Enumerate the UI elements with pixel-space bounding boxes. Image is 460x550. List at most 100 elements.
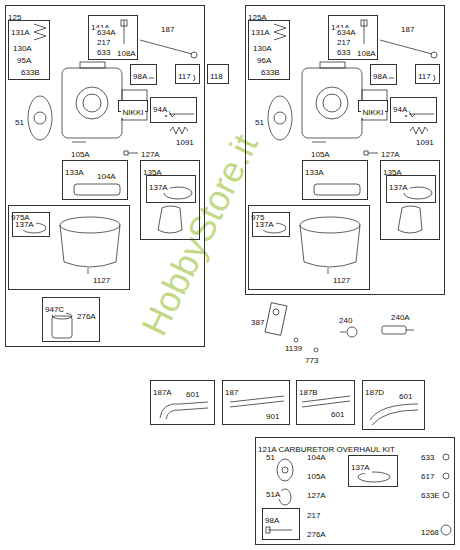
callout-number: 1268 [420, 528, 440, 537]
callout-number: 1091 [175, 138, 195, 147]
group-number: 98A [131, 72, 149, 82]
part-group-box: 94A [390, 97, 437, 123]
part-group-box: 975137A [248, 205, 370, 290]
part-group-box: 137A [386, 175, 436, 203]
callout-number: 217 [336, 38, 351, 47]
part-group-box: 137A [146, 175, 196, 203]
callout-number: 617 [420, 472, 435, 481]
group-number: 135A [141, 168, 164, 178]
group-number: 137A [147, 183, 170, 193]
group-number: 117 [416, 72, 433, 82]
callout-number: 127A [306, 491, 327, 500]
callout-number: 773 [304, 356, 319, 365]
callout-number: 95A [16, 56, 32, 65]
group-number: 187B [297, 388, 320, 398]
group-number: 187 [223, 388, 240, 398]
callout-number: 1139 [284, 344, 303, 353]
part-group-box: 133A [302, 160, 368, 200]
callout-number: 601 [185, 390, 200, 399]
group-number: 133A [63, 168, 86, 178]
part-group-box: 117 [175, 64, 200, 84]
group-number: 117 [176, 72, 193, 82]
part-group-box: NIKKI [118, 100, 148, 112]
callout-number: 633E [420, 491, 441, 500]
part-group-box: 117 [415, 64, 440, 84]
group-number: 94A [151, 105, 169, 115]
group-number: 94A [391, 105, 409, 115]
part-group-box: 135A 137A [140, 160, 200, 240]
callout-number: 105A [310, 150, 331, 159]
callout-number: 108A [356, 49, 377, 58]
group-number: 947C [43, 305, 66, 315]
callout-number: 633 [420, 453, 435, 462]
callout-number: 601 [398, 392, 413, 401]
callout-number: 634A [96, 28, 117, 37]
callout-number: 633B [20, 68, 41, 77]
callout-number: 105A [70, 150, 91, 159]
part-group-box: 137A [12, 212, 50, 237]
callout-number: 1127 [332, 276, 351, 285]
group-number: 137A [349, 463, 372, 473]
group-number: 135A [381, 168, 404, 178]
callout-number: 108A [116, 49, 137, 58]
callout-number: 634A [336, 28, 357, 37]
part-group-box: 118 [207, 64, 229, 84]
group-number: 133A [303, 168, 326, 178]
part-group-box: 137A [348, 455, 398, 487]
callout-number: 51 [265, 453, 276, 462]
part-group-box: 133A [62, 160, 128, 200]
part-group-box: 137A [252, 212, 290, 237]
part-group-box: 98A [262, 508, 300, 540]
part-group-box: 187A [150, 380, 215, 425]
brand-plate: NIKKI [361, 108, 386, 118]
callout-number: 130A [12, 44, 33, 53]
callout-number: 276A [306, 530, 327, 539]
group-number: 187A [151, 388, 174, 398]
group-number: 137A [13, 220, 36, 230]
callout-number: 387 [250, 318, 265, 327]
callout-number: 276A [76, 312, 97, 321]
part-group-box: 98A [370, 64, 397, 85]
callout-number: 104A [306, 453, 327, 462]
group-number: 187D [363, 388, 386, 398]
callout-number: 130A [252, 44, 273, 53]
callout-number: 96A [256, 56, 272, 65]
callout-number: 901 [265, 412, 280, 421]
callout-number: 217 [96, 38, 111, 47]
part-group-box: 975A137A [8, 205, 130, 290]
callout-number: 240 [338, 316, 353, 325]
part-group-box: 187D [362, 380, 425, 430]
callout-number: 1127 [92, 276, 111, 285]
group-number: 98A [371, 72, 389, 82]
callout-number: 127A [380, 150, 401, 159]
group-number: 98A [263, 516, 281, 526]
callout-number: 601 [330, 410, 345, 419]
callout-number: 217 [306, 511, 321, 520]
part-group-box: 98A [130, 64, 157, 85]
callout-number: 633B [260, 68, 281, 77]
part-group-box: 135A 137A [380, 160, 440, 240]
callout-number: 240A [390, 313, 411, 322]
part-group-box: 94A [150, 97, 197, 123]
group-number: 131A [249, 28, 272, 38]
group-number: 118 [208, 72, 225, 82]
callout-number: 127A [140, 150, 161, 159]
part-group-box: NIKKI [358, 100, 388, 112]
callout-number: 1091 [415, 138, 435, 147]
callout-number: 51 [254, 118, 265, 127]
callout-number: 51A [265, 490, 281, 499]
group-number: 131A [9, 28, 32, 38]
callout-number: 633 [96, 48, 111, 57]
callout-number: 51 [14, 118, 25, 127]
group-number: 125A [246, 13, 269, 23]
callout-number: 187 [160, 25, 175, 34]
callout-number: 187 [400, 25, 415, 34]
callout-number: 633 [336, 48, 351, 57]
group-number: 137A [387, 183, 410, 193]
brand-plate: NIKKI [121, 108, 146, 118]
callout-number: 104A [96, 172, 117, 181]
group-number: 137A [253, 220, 276, 230]
callout-number: 105A [306, 472, 327, 481]
part-group-box: 187B [296, 380, 355, 425]
